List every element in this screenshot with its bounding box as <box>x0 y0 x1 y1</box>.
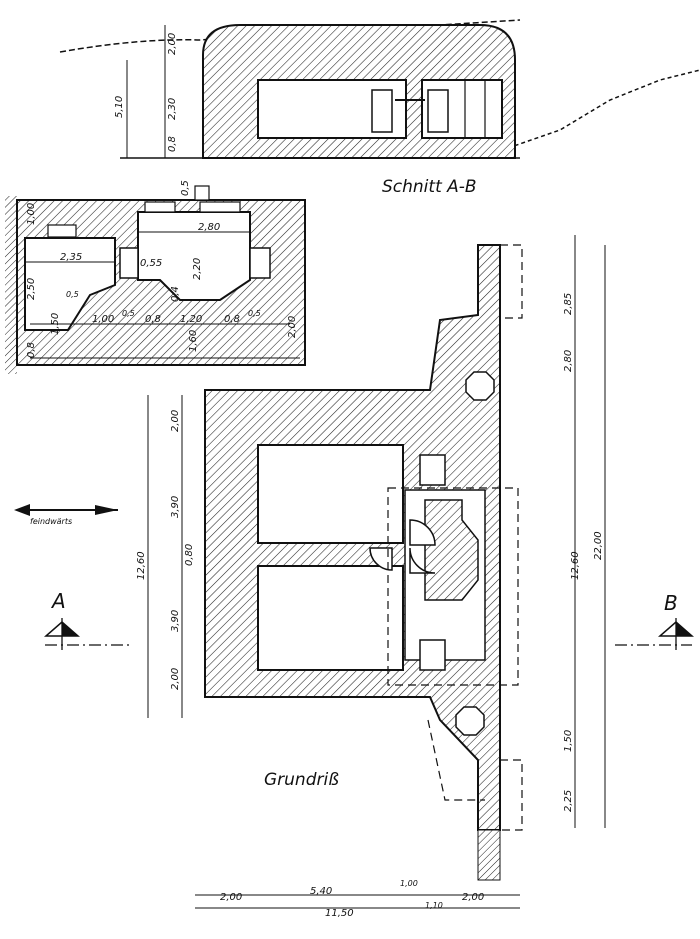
section-marker-b-label: B <box>664 591 678 615</box>
plan-dim-left-5: 2,00 <box>170 668 181 690</box>
detail-dim-h7: 1,20 <box>180 314 202 325</box>
detail-dim-h6: 0,8 <box>145 314 161 325</box>
plan-inner-core <box>424 499 479 601</box>
loophole-upper <box>465 371 495 401</box>
plan-dim-right-5: 1,50 <box>563 730 574 752</box>
detail-dim-v2: 2,50 <box>26 278 37 300</box>
detail-room-left <box>24 237 116 331</box>
plan-dim-bottom-3: 1,00 <box>400 879 418 888</box>
earth-hatch <box>5 196 17 374</box>
detail-dim-v5: 0,5 <box>180 180 191 196</box>
section-dim-2: 2,30 <box>167 98 178 120</box>
section-dim-3: 0,8 <box>167 136 178 152</box>
detail-dim-v1: 1,00 <box>26 203 37 225</box>
detail-room-center <box>137 211 251 301</box>
direction-label: feindwärts <box>30 517 72 526</box>
plan-dim-bottom-2: 5,40 <box>310 886 332 897</box>
detail-dim-h5: 0,5 <box>122 309 135 318</box>
door-lower <box>409 547 436 574</box>
plan-dim-left-4: 3,90 <box>170 610 181 632</box>
plan-title: Grundriß <box>264 770 339 790</box>
detail-dim-v6: 2,20 <box>192 258 203 280</box>
detail-dim-v3: 1,50 <box>50 313 61 335</box>
main-plan: 2,00 3,90 0,80 3,90 2,00 12,60 2,85 2,80… <box>14 235 694 919</box>
plan-room-lower <box>257 565 404 671</box>
ground-line <box>59 19 521 53</box>
plan-dim-bottom-4: 1,10 <box>425 901 443 910</box>
section-marker-a <box>44 618 130 650</box>
detail-dim-v7: 0,4 <box>170 286 181 302</box>
section-room <box>257 79 407 139</box>
plan-dim-left-1: 2,00 <box>170 410 181 432</box>
section-marker-b <box>615 618 694 650</box>
plan-dim-bottom-1: 2,00 <box>220 892 242 903</box>
section-view: 2,00 2,30 0,8 5,10 Schnitt A-B <box>59 19 700 197</box>
section-room-right <box>421 79 503 139</box>
detail-dim-h4: 1,00 <box>92 314 114 325</box>
section-dim-1: 2,00 <box>167 33 178 55</box>
plan-dim-right-3: 12,60 <box>570 551 581 580</box>
detail-dim-h8: 0,8 <box>224 314 240 325</box>
loophole-lower <box>455 706 485 736</box>
detail-dim-h3: 0,55 <box>140 258 162 269</box>
plan-dim-bottom-total: 11,50 <box>325 908 354 919</box>
plan-room-upper <box>257 444 404 544</box>
door-room <box>369 547 393 571</box>
plan-dim-bottom-5: 2,00 <box>462 892 484 903</box>
detail-dim-h2: 2,80 <box>198 222 220 233</box>
detail-dim-h9: 0,5 <box>248 309 261 318</box>
section-dim-total: 5,10 <box>114 96 125 118</box>
section-title: Schnitt A-B <box>382 177 477 197</box>
detail-dim-h10: 0,5 <box>66 290 79 299</box>
detail-dim-v4: 0,8 <box>26 342 37 358</box>
plan-dim-left-2: 3,90 <box>170 496 181 518</box>
plan-dim-left-3: 0,80 <box>184 544 195 566</box>
plan-dim-left-total: 12,60 <box>136 551 147 580</box>
detail-dim-h1: 2,35 <box>60 252 82 263</box>
detail-dim-v8: 1,60 <box>188 330 199 352</box>
section-marker-a-label: A <box>50 589 66 613</box>
door-upper <box>409 519 436 546</box>
dashed-outline <box>387 487 519 686</box>
plan-dim-right-6: 2,25 <box>563 790 574 812</box>
terrain-slope <box>507 69 700 149</box>
plan-dim-right-1: 2,85 <box>563 293 574 315</box>
detail-plan: 2,35 2,80 0,55 1,00 0,5 0,8 1,20 0,8 0,5… <box>5 180 306 374</box>
plan-dim-right-4: 22,00 <box>593 531 604 560</box>
direction-arrow <box>14 504 118 516</box>
detail-dim-v9: 2,00 <box>287 316 298 338</box>
plan-dim-right-2: 2,80 <box>563 350 574 372</box>
